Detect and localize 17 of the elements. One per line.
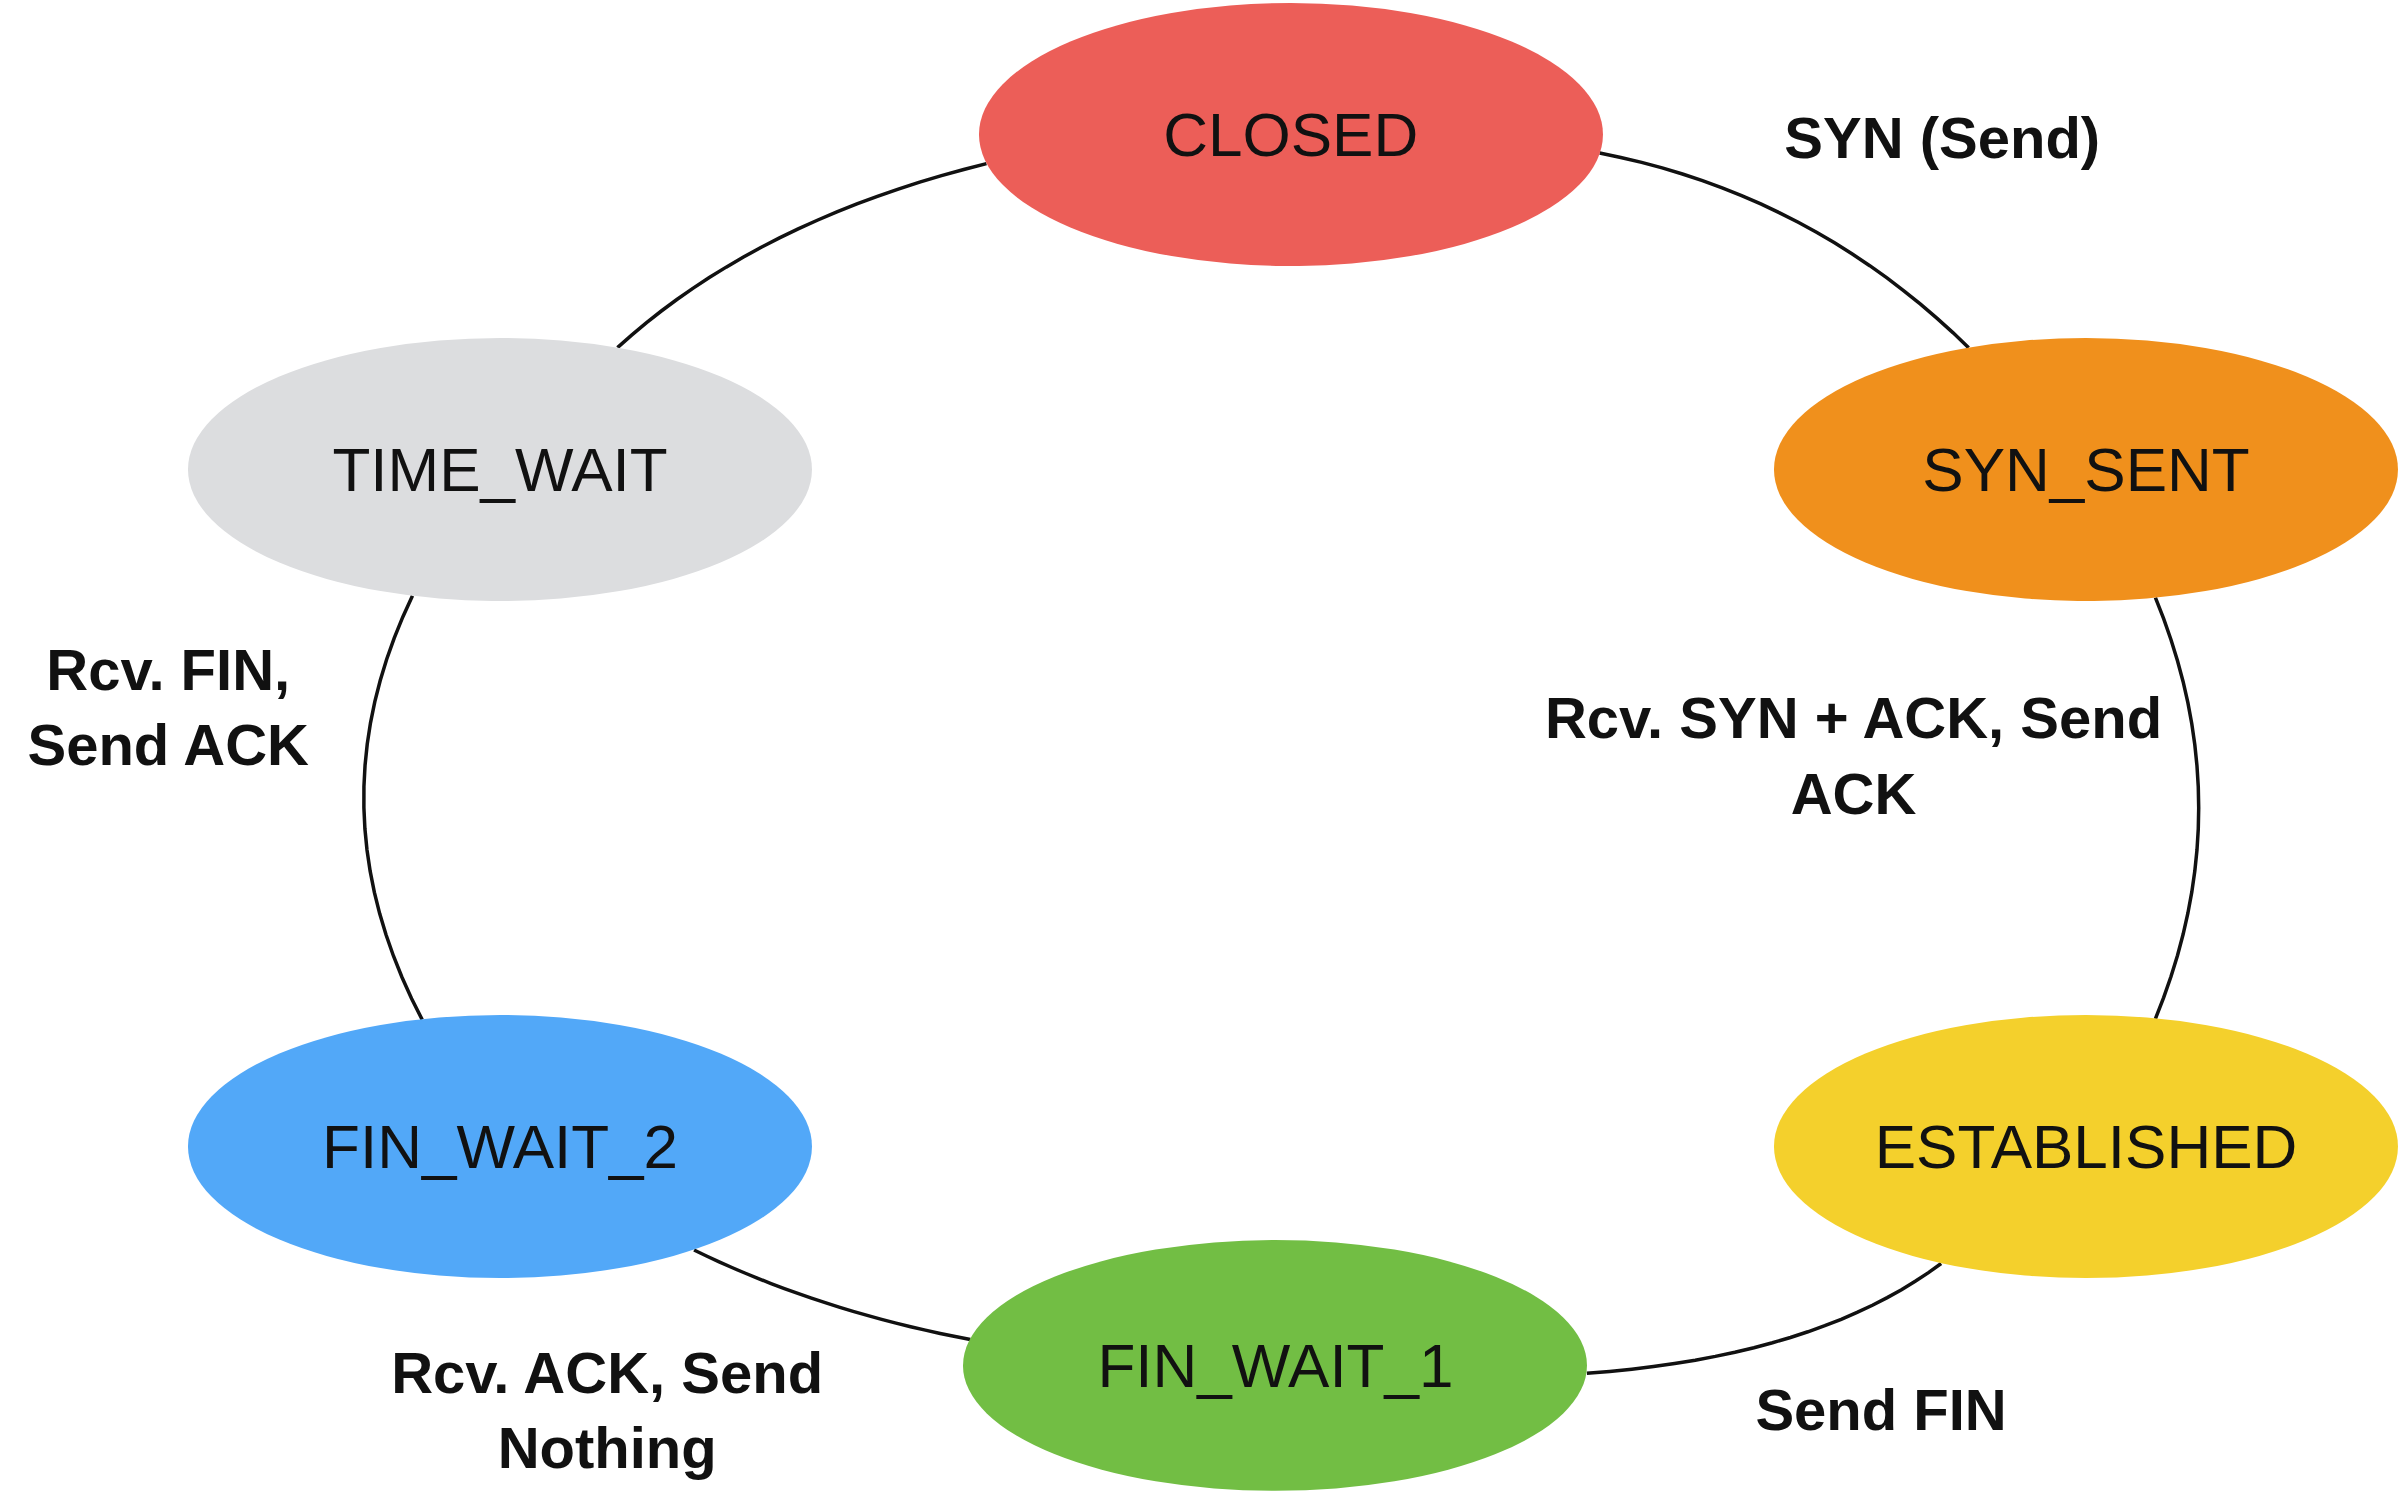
edge-label: Send FIN	[1754, 1376, 2008, 1445]
state-name: CLOSED	[1163, 99, 1419, 171]
state-name: ESTABLISHED	[1874, 1111, 2298, 1183]
transition-line	[616, 161, 987, 349]
state-name: TIME_WAIT	[332, 434, 668, 505]
state-name: SYN_SENT	[1922, 434, 2250, 505]
transition-line	[1599, 151, 1970, 349]
state-name: FIN_WAIT_2	[322, 1111, 679, 1183]
state-name: FIN_WAIT_1	[1097, 1330, 1454, 1402]
edge-label: Rcv. SYN + ACK, Send ACK	[1543, 684, 2164, 828]
edge-label: SYN (Send)	[1783, 103, 2102, 172]
edge-label: Rcv. ACK, Send Nothing	[390, 1338, 825, 1483]
transition-line	[362, 595, 424, 1021]
edge-label: Rcv. FIN, Send ACK	[26, 635, 310, 779]
transition-line	[693, 1248, 971, 1342]
transition-line	[2153, 597, 2201, 1020]
transition-line	[1586, 1262, 1943, 1376]
